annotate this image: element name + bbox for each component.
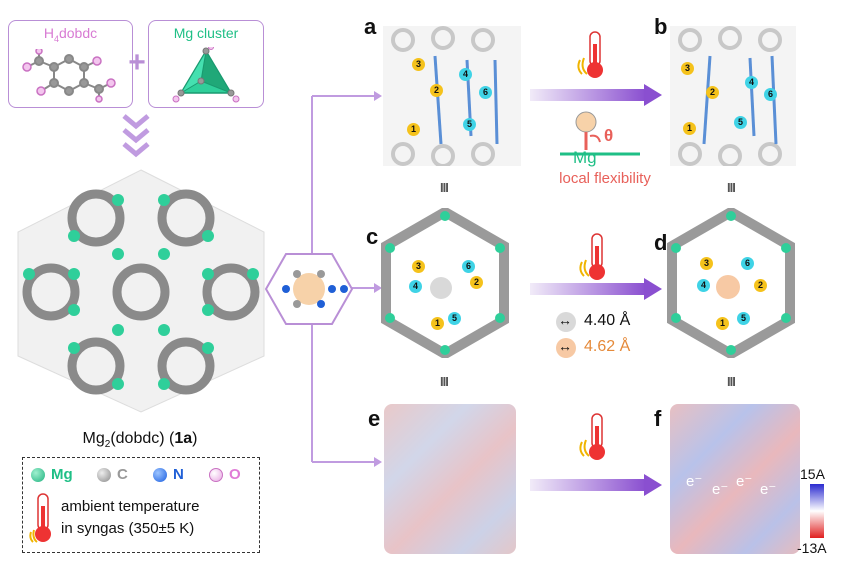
o-atom-icon xyxy=(209,468,223,482)
site-label-1-c: 1 xyxy=(431,317,444,330)
distance-value-1: 4.40 Å xyxy=(584,312,631,329)
panel-label-e: e xyxy=(368,406,381,431)
guest-molecule-hexagon xyxy=(264,253,354,325)
ligand-box: H4dobdc xyxy=(8,20,133,108)
mg-cluster-icon xyxy=(172,47,240,103)
heat-thermometer-icon-3 xyxy=(579,413,605,460)
site-label-2-b: 2 xyxy=(706,86,719,99)
mof-framework-structure xyxy=(17,169,265,413)
site-label-5-b: 5 xyxy=(734,116,747,129)
site-label-5-c: 5 xyxy=(448,312,461,325)
site-label-4-c: 4 xyxy=(409,280,422,293)
heat-thermometer-icon-2 xyxy=(579,233,605,280)
flexibility-caption: local flexibility xyxy=(559,170,651,187)
electron-label-3: e⁻ xyxy=(736,473,753,490)
site-label-3-c: 3 xyxy=(412,260,425,273)
equivalence-mark-c: III xyxy=(440,374,449,389)
site-label-5-d: 5 xyxy=(737,312,750,325)
panel-a-structure xyxy=(383,26,521,166)
electron-label-2: e⁻ xyxy=(712,481,729,498)
site-label-6-b: 6 xyxy=(764,88,777,101)
site-label-1-d: 1 xyxy=(716,317,729,330)
site-label-6: 6 xyxy=(479,86,492,99)
site-label-4-b: 4 xyxy=(745,76,758,89)
site-label-3-b: 3 xyxy=(681,62,694,75)
flexibility-mg: Mg xyxy=(573,148,597,167)
panel-c-pore xyxy=(381,208,509,358)
panel-f-surface xyxy=(670,404,800,554)
panel-d-pore xyxy=(667,208,795,358)
panel-label-a: a xyxy=(364,14,377,39)
orange-pore-dot xyxy=(556,338,576,358)
legend: Mg C N O ambient temperature in syngas (… xyxy=(22,457,260,553)
colorbar-max: 15A xyxy=(800,466,825,482)
equivalence-mark-d: III xyxy=(727,374,736,389)
double-arrow-icon: ↔ xyxy=(558,338,572,354)
thermometer-icon xyxy=(29,493,51,543)
panel-label-f: f xyxy=(654,406,662,431)
site-label-3: 3 xyxy=(412,58,425,71)
colorbar xyxy=(810,484,824,538)
equivalence-mark-b: III xyxy=(727,180,736,195)
transition-arrow-1 xyxy=(530,84,662,106)
ligand-label: H4dobdc xyxy=(43,25,98,44)
transition-arrow-2 xyxy=(530,278,662,300)
c-atom-icon xyxy=(97,468,111,482)
panel-label-c: c xyxy=(366,224,379,249)
site-label-4-d: 4 xyxy=(697,279,710,292)
legend-temp-line2: in syngas (350±5 K) xyxy=(61,520,195,537)
electron-label-4: e⁻ xyxy=(760,481,777,498)
panel-e-surface xyxy=(384,404,516,554)
site-label-5: 5 xyxy=(463,118,476,131)
gray-pore-dot xyxy=(556,312,576,332)
down-chevrons-icon xyxy=(122,114,150,158)
legend-temp-line1: ambient temperature xyxy=(61,498,200,515)
mg-cluster-box: Mg cluster xyxy=(148,20,264,108)
plus-sign: + xyxy=(128,46,146,79)
mg-atom-icon xyxy=(31,468,45,482)
flexibility-diagram xyxy=(560,111,640,156)
n-atom-icon xyxy=(153,468,167,482)
transition-arrow-3 xyxy=(530,474,662,496)
distance-value-2: 4.62 Å xyxy=(584,338,631,355)
mg-cluster-label: Mg cluster xyxy=(173,25,239,41)
panel-b-structure xyxy=(670,26,796,166)
electron-label-1: e⁻ xyxy=(686,473,703,490)
framework-name: Mg2(dobdc) (1a) xyxy=(82,430,198,451)
ligand-structure-icon xyxy=(22,49,116,103)
equivalence-mark-a: III xyxy=(440,180,449,195)
site-label-1-b: 1 xyxy=(683,122,696,135)
double-arrow-icon: ↔ xyxy=(558,312,572,328)
site-label-3-d: 3 xyxy=(700,257,713,270)
site-label-6-c: 6 xyxy=(462,260,475,273)
colorbar-min: -13A xyxy=(797,540,827,556)
site-label-6-d: 6 xyxy=(741,257,754,270)
panel-label-b: b xyxy=(654,14,668,39)
panel-label-d: d xyxy=(654,230,668,255)
site-label-2: 2 xyxy=(430,84,443,97)
site-label-1: 1 xyxy=(407,123,420,136)
heat-thermometer-icon-1 xyxy=(577,31,603,78)
site-label-2-c: 2 xyxy=(470,276,483,289)
flexibility-theta: θ xyxy=(604,126,614,145)
site-label-4: 4 xyxy=(459,68,472,81)
site-label-2-d: 2 xyxy=(754,279,767,292)
